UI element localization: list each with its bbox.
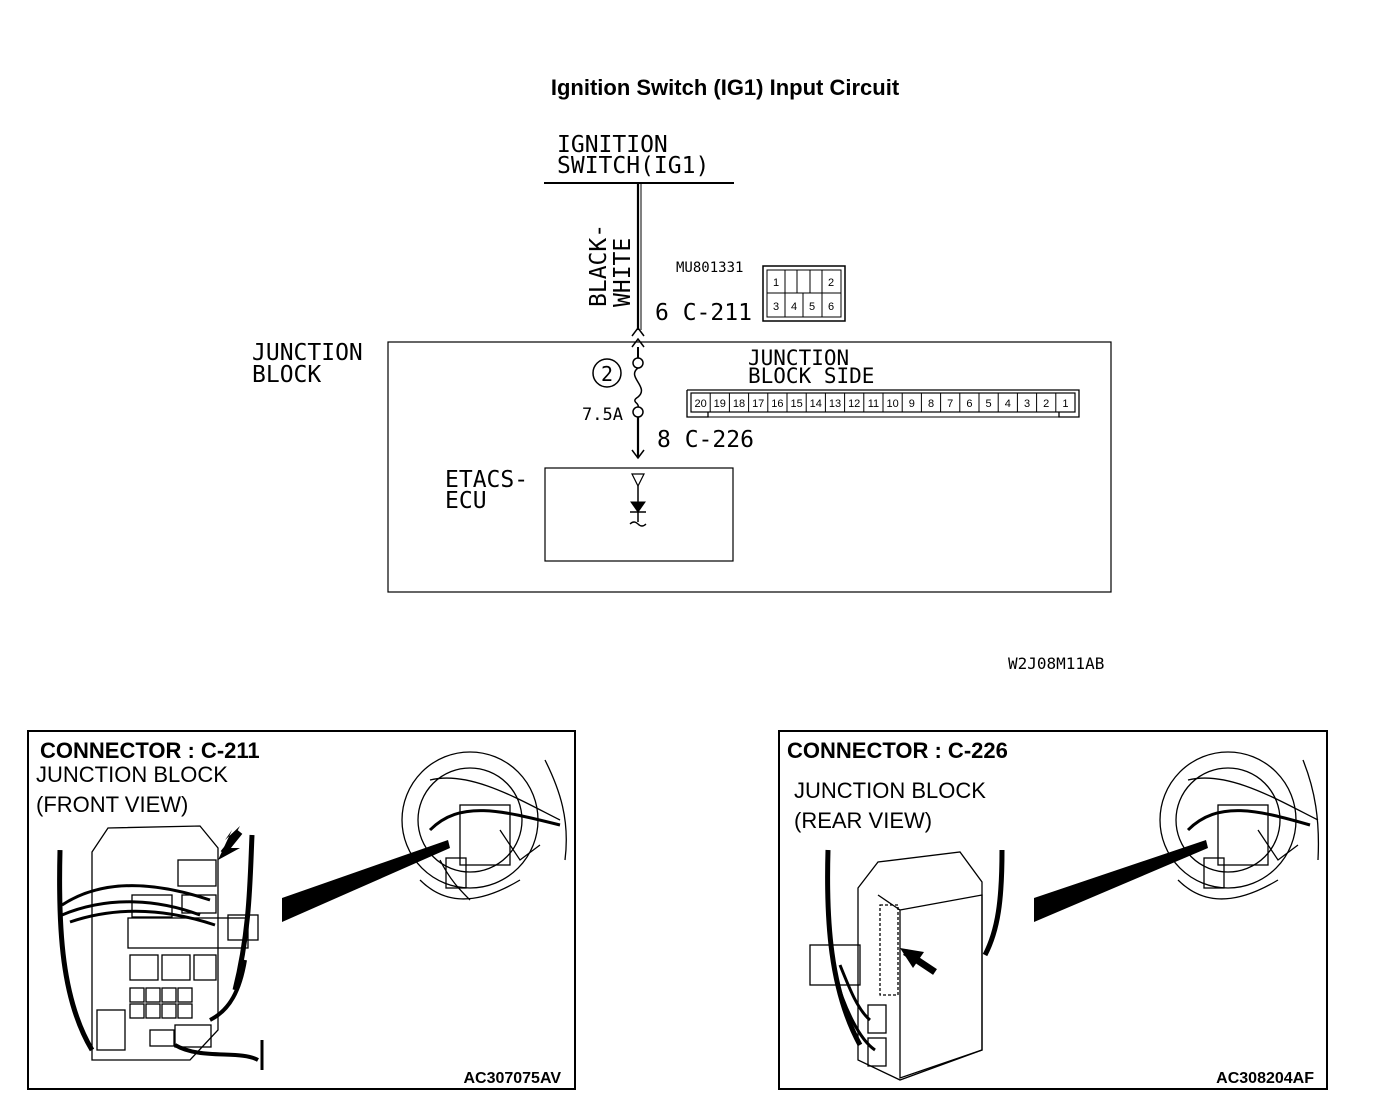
etacs-ecu-box [544, 467, 734, 562]
jb-side-connector-face: 20 19 18 17 16 15 14 13 12 11 10 9 8 7 6 5 4 3 2 1 [686, 389, 1080, 418]
ignition-switch-label-line2: SWITCH(IG1) [557, 153, 709, 179]
connector-panel-c226: CONNECTOR : C-226 JUNCTION BLOCK (REAR V… [778, 730, 1328, 1090]
jb-side-label-line1: JUNCTION [748, 346, 849, 370]
fuse-element [633, 367, 643, 408]
jb-pin-17: 17 [752, 398, 764, 410]
c211-chevron-upper [631, 326, 645, 337]
ecu-input-terminal [631, 473, 645, 488]
junction-block-label-line2: BLOCK [252, 362, 321, 388]
jb-pin-16: 16 [771, 398, 783, 410]
jb-pin-19: 19 [714, 398, 726, 410]
jb-pin-5: 5 [986, 398, 992, 410]
fuse-number: 2 [601, 362, 613, 386]
jb-pin-20: 20 [694, 398, 706, 410]
jb-pin-13: 13 [829, 398, 841, 410]
jb-pin-3: 3 [1024, 398, 1030, 410]
connector-panel-c211: CONNECTOR : C-211 JUNCTION BLOCK (FRONT … [27, 730, 576, 1090]
ignition-switch-label-line1: IGNITION [557, 132, 668, 158]
jb-pin-11: 11 [868, 398, 879, 410]
junction-block-outline [387, 341, 1112, 593]
page-title: Ignition Switch (IG1) Input Circuit [551, 75, 900, 100]
c211-connector-face: 1 2 3 4 5 6 [762, 265, 846, 322]
fuse-number-circle [592, 358, 622, 388]
c211-chevron-lower [631, 337, 645, 348]
c211-pin-3: 3 [773, 301, 779, 313]
c226-location-wedge [1034, 840, 1208, 922]
c226-chevron [631, 449, 645, 460]
panel-c211-header: CONNECTOR : C-211 [40, 738, 260, 763]
jb-pin-18: 18 [733, 398, 745, 410]
dashboard-illustration-c226 [1159, 751, 1320, 900]
jb-pin-14: 14 [810, 398, 822, 410]
fuse-rating: 7.5A [582, 405, 623, 425]
jb-pin-6: 6 [966, 398, 972, 410]
jb-pin-7: 7 [947, 398, 953, 410]
c226-pin-label: 8 C-226 [657, 427, 754, 453]
panel-c211-line2: (FRONT VIEW) [36, 792, 188, 817]
jb-pin-2: 2 [1043, 398, 1049, 410]
panel-c226-code: AC308204AF [1216, 1070, 1314, 1087]
ecu-ground-symbol [629, 521, 647, 527]
diagram-code: W2J08M11AB [1008, 654, 1104, 673]
panel-c226-line2: (REAR VIEW) [794, 808, 932, 833]
jb-pin-8: 8 [928, 398, 934, 410]
c211-pin-6: 6 [828, 301, 834, 313]
c211-arrow-shaft [220, 830, 243, 855]
fuse-terminal-bottom [632, 406, 644, 418]
c211-pin-2: 2 [828, 277, 834, 289]
c211-pin-5: 5 [809, 301, 815, 313]
junction-block-label-line1: JUNCTION [252, 340, 363, 366]
ecu-diode-symbol [630, 501, 646, 513]
jb-side-label-line2: BLOCK SIDE [748, 364, 874, 388]
c211-pin-4: 4 [791, 301, 797, 313]
jb-pin-9: 9 [909, 398, 915, 410]
panel-c226-line1: JUNCTION BLOCK [794, 778, 986, 803]
etacs-ecu-label-line1: ETACS- [445, 467, 528, 493]
c211-part-number: MU801331 [676, 260, 743, 276]
c211-pin-label: 6 C-211 [655, 300, 752, 326]
jb-pin-4: 4 [1005, 398, 1011, 410]
c226-arrow-icon [900, 948, 924, 968]
c211-pin-1: 1 [773, 277, 779, 289]
dashboard-illustration-c211 [401, 751, 567, 901]
wiring-schematic: IGNITION SWITCH(IG1) BLACK- WHITE 6 C-21… [252, 132, 1112, 673]
jb-pin-1: 1 [1062, 398, 1068, 410]
panel-c226-header: CONNECTOR : C-226 [787, 738, 1008, 763]
etacs-ecu-label-line2: ECU [445, 488, 487, 514]
c211-location-wedge [282, 840, 450, 922]
panel-c211-line1: JUNCTION BLOCK [36, 762, 228, 787]
fuse-terminal-top [632, 357, 644, 369]
panel-c211-code: AC307075AV [463, 1070, 561, 1087]
junction-block-front-illustration [57, 825, 264, 1070]
jb-pin-10: 10 [886, 398, 898, 410]
wire-color-line1: BLACK- [586, 224, 612, 307]
jb-pin-15: 15 [790, 398, 802, 410]
jb-pin-12: 12 [848, 398, 860, 410]
junction-block-rear-illustration [809, 849, 1005, 1081]
wire-color-line2: WHITE [610, 238, 636, 307]
